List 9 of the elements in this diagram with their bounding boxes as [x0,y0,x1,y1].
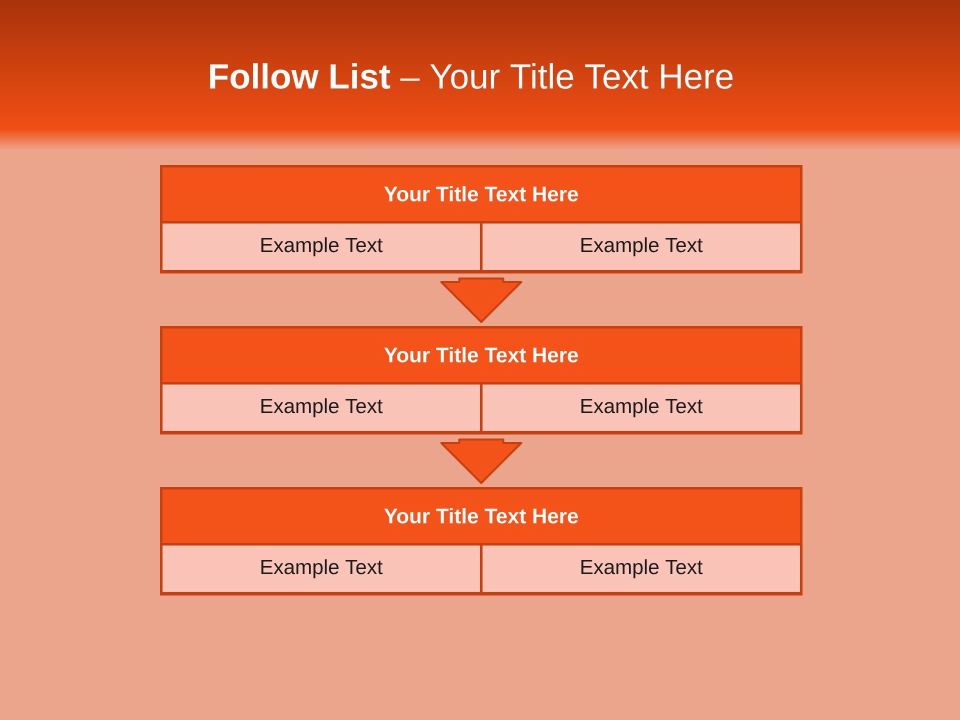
text-cell: Example Text [160,382,482,434]
text-cell: Example Text [480,543,802,594]
block-arrow [440,278,522,323]
slide-title: Follow List – Your Title Text Here [210,63,733,89]
text-cell: Example Text [480,382,802,434]
text-cell: Example Text [160,221,482,272]
text-cell: Example Text [480,221,802,272]
block-arrow [440,438,522,484]
text-cell: Example Text [160,543,482,594]
